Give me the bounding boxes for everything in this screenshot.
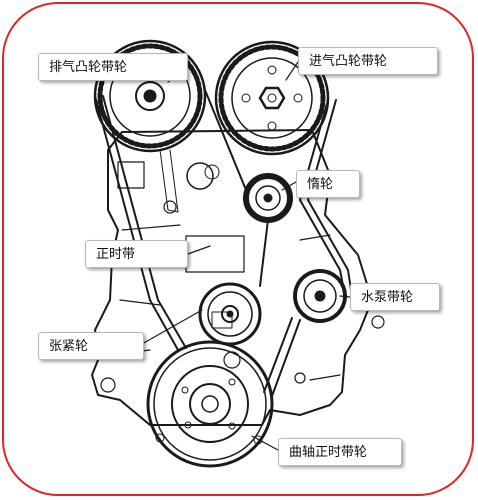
label-water-pump-pulley: 水泵带轮	[350, 283, 440, 311]
idler-pulley	[243, 173, 293, 223]
label-crank-timing-pulley: 曲轴正时带轮	[278, 438, 402, 466]
crank-timing-pulley	[146, 340, 274, 468]
label-intake-cam-pulley: 进气凸轮带轮	[298, 47, 438, 75]
water-pump-pulley	[293, 269, 347, 323]
label-timing-belt: 正时带	[85, 240, 188, 268]
label-tensioner: 张紧轮	[38, 332, 144, 360]
label-idler: 惰轮	[296, 170, 360, 198]
label-exhaust-cam-pulley: 排气凸轮带轮	[38, 53, 188, 81]
intake-cam-pulley	[214, 40, 330, 156]
rounded-red-frame	[2, 2, 474, 496]
engine-block-outline	[91, 129, 373, 426]
tensioner-pulley	[198, 282, 262, 346]
